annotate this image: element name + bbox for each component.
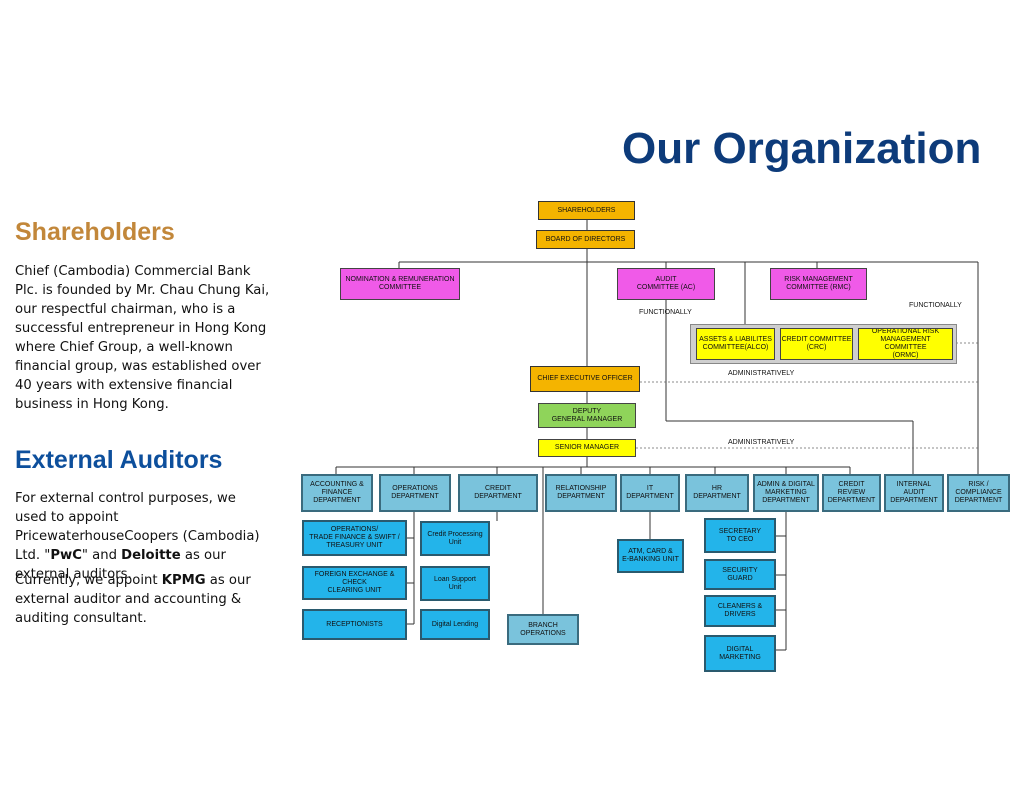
receptionists-unit: RECEPTIONISTS (302, 609, 407, 640)
auditors-heading: External Auditors (15, 446, 223, 474)
shareholders-paragraph: Chief (Cambodia) Commercial Bank Plc. is… (15, 264, 270, 412)
alco-box: ASSETS & LIABILITES COMMITTEE(ALCO) (696, 328, 775, 360)
functionally-label-2: FUNCTIONALLY (909, 302, 962, 309)
hr-department: HR DEPARTMENT (685, 474, 749, 512)
deloitte-label: Deloitte (121, 548, 181, 563)
senior-manager-box: SENIOR MANAGER (538, 439, 636, 457)
credit-department: CREDIT DEPARTMENT (458, 474, 538, 512)
page-title: Our Organization (622, 124, 982, 173)
it-department: IT DEPARTMENT (620, 474, 680, 512)
functionally-label-1: FUNCTIONALLY (639, 309, 692, 316)
auditors-text-1c: as our external auditors. (15, 548, 226, 582)
operations-trade-treasury-unit: OPERATIONS/ TRADE FINANCE & SWIFT / TREA… (302, 520, 407, 556)
deputy-general-manager-box: DEPUTY GENERAL MANAGER (538, 403, 636, 428)
atm-card-ebanking-unit: ATM, CARD & E-BANKING UNIT (617, 539, 684, 573)
digital-lending-unit: Digital Lending (420, 609, 490, 640)
auditors-text-2b: as our external auditor and accounting &… (15, 573, 251, 626)
loan-support-unit: Loan Support Unit (420, 566, 490, 601)
pwc-label: PwC (50, 548, 82, 563)
secretary-to-ceo-unit: SECRETARY TO CEO (704, 518, 776, 553)
auditors-text-1b: " and (81, 548, 122, 563)
fx-check-clearing-unit: FOREIGN EXCHANGE & CHECK CLEARING UNIT (302, 566, 407, 600)
accounting-finance-department: ACCOUNTING & FINANCE DEPARTMENT (301, 474, 373, 512)
cleaners-drivers-unit: CLEANERS & DRIVERS (704, 595, 776, 627)
credit-processing-unit: Credit Processing Unit (420, 521, 490, 556)
administratively-label-1: ADMINISTRATIVELY (728, 370, 795, 377)
shareholders-heading: Shareholders (15, 218, 175, 246)
admin-digital-marketing-department: ADMIN & DIGITAL MARKETING DEPARTMENT (753, 474, 819, 512)
relationship-department: RELATIONSHIP DEPARTMENT (545, 474, 617, 512)
ceo-box: CHIEF EXECUTIVE OFFICER (530, 366, 640, 392)
kpmg-label: KPMG (161, 573, 206, 588)
crc-box: CREDIT COMMITTEE (CRC) (780, 328, 853, 360)
digital-marketing-unit: DIGITAL MARKETING (704, 635, 776, 672)
auditors-paragraph-1: For external control purposes, we used t… (15, 489, 270, 584)
nomination-committee-box: NOMINATION & REMUNERATION COMMITTEE (340, 268, 460, 300)
administratively-label-2: ADMINISTRATIVELY (728, 439, 795, 446)
board-of-directors-box: BOARD OF DIRECTORS (536, 230, 635, 249)
auditors-text-1a: For external control purposes, we used t… (15, 491, 260, 563)
branch-operations-box: BRANCH OPERATIONS (507, 614, 579, 645)
auditors-text-2a: Currently, we appoint (15, 573, 162, 588)
risk-management-committee-box: RISK MANAGEMENT COMMITTEE (RMC) (770, 268, 867, 300)
operations-department: OPERATIONS DEPARTMENT (379, 474, 451, 512)
credit-review-department: CREDIT REVIEW DEPARTMENT (822, 474, 881, 512)
ormc-box: OPERATIONAL RISK MANAGEMENT COMMITTEE (O… (858, 328, 953, 360)
internal-audit-department: INTERNAL AUDIT DEPARTMENT (884, 474, 944, 512)
risk-compliance-department: RISK / COMPLIANCE DEPARTMENT (947, 474, 1010, 512)
auditors-paragraph-2: Currently, we appoint KPMG as our extern… (15, 571, 270, 628)
security-guard-unit: SECURITY GUARD (704, 559, 776, 590)
audit-committee-box: AUDIT COMMITTEE (AC) (617, 268, 715, 300)
shareholders-box: SHAREHOLDERS (538, 201, 635, 220)
